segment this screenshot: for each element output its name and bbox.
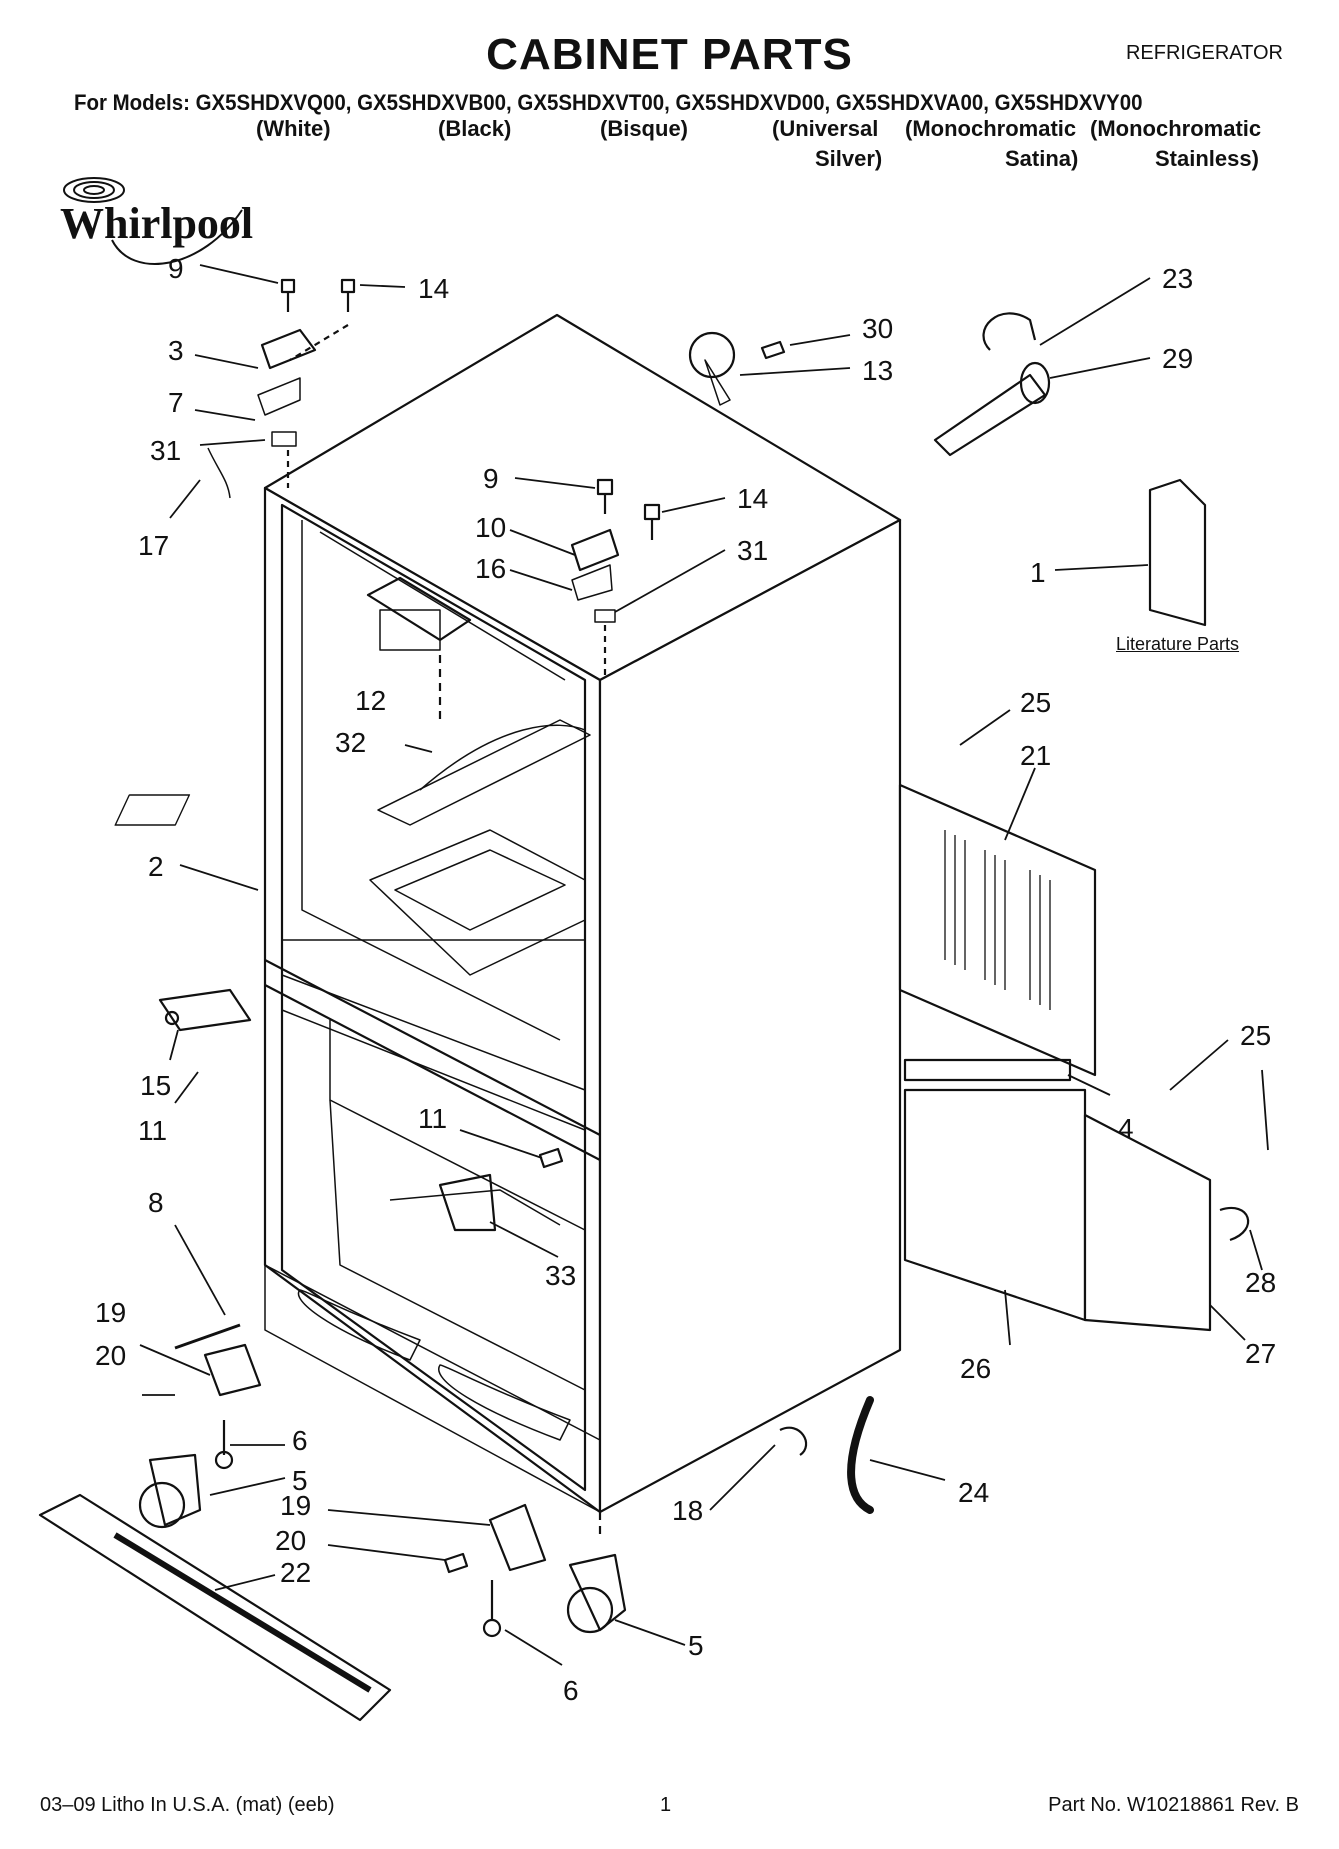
color-white: (White) xyxy=(256,116,331,141)
footer-print-info: 03–09 Litho In U.S.A. (mat) (eeb) xyxy=(40,1794,335,1816)
callout-14: 14 xyxy=(737,483,768,514)
callout-20: 20 xyxy=(95,1340,126,1371)
color-monochromatic-2: (Monochromatic xyxy=(1090,116,1262,141)
models-line: For Models: GX5SHDXVQ00, GX5SHDXVB00, GX… xyxy=(74,90,1143,115)
callout-9: 9 xyxy=(483,463,499,494)
callout-7: 7 xyxy=(168,387,184,418)
callout-31: 31 xyxy=(737,535,768,566)
callout-5: 5 xyxy=(292,1465,308,1496)
callout-9: 9 xyxy=(168,253,184,284)
callout-1: 1 xyxy=(1030,557,1046,588)
callout-19: 19 xyxy=(95,1297,126,1328)
callout-32: 32 xyxy=(335,727,366,758)
callout-11: 11 xyxy=(138,1115,167,1146)
callout-25: 25 xyxy=(1020,687,1051,718)
callout-23: 23 xyxy=(1162,263,1193,294)
callout-22: 22 xyxy=(280,1557,311,1588)
color-silver: Silver) xyxy=(815,146,883,171)
category-label: REFRIGERATOR xyxy=(1125,42,1283,64)
callout-25: 25 xyxy=(1240,1020,1271,1051)
color-monochromatic-1: (Monochromatic xyxy=(905,116,1077,141)
callout-15: 15 xyxy=(140,1070,171,1101)
callout-19: 19 xyxy=(280,1490,311,1521)
callout-33: 33 xyxy=(545,1260,576,1291)
callout-16: 16 xyxy=(475,553,506,584)
color-stainless: Stainless) xyxy=(1155,146,1259,171)
footer-part-number: Part No. W10218861 Rev. B xyxy=(1048,1794,1299,1816)
callout-20: 20 xyxy=(275,1525,306,1556)
callout-31: 31 xyxy=(150,435,181,466)
color-black: (Black) xyxy=(438,116,512,141)
callout-13: 13 xyxy=(862,355,893,386)
callout-6: 6 xyxy=(292,1425,308,1456)
color-universal: (Universal xyxy=(772,116,879,141)
callout-layer: 9 14 3 7 31 17 30 13 23 29 9 14 10 31 16 1 12 32 25 21 2 15 11… xyxy=(95,253,1276,1706)
whirlpool-logo xyxy=(63,177,243,265)
callout-10: 10 xyxy=(475,512,506,543)
page-title: CABINET PARTS xyxy=(486,30,853,79)
color-bisque: (Bisque) xyxy=(600,116,688,141)
callout-29: 29 xyxy=(1162,343,1193,374)
callout-12: 12 xyxy=(355,685,386,716)
callout-18: 18 xyxy=(672,1495,703,1526)
color-satina: Satina) xyxy=(1005,146,1079,171)
callout-14: 14 xyxy=(418,273,449,304)
callout-3: 3 xyxy=(168,335,184,366)
cabinet-side-face xyxy=(598,518,902,1514)
callout-28: 28 xyxy=(1245,1267,1276,1298)
callout-8: 8 xyxy=(148,1187,164,1218)
callout-24: 24 xyxy=(958,1477,989,1508)
footer-page-number: 1 xyxy=(660,1794,672,1816)
callout-2: 2 xyxy=(148,851,164,882)
callout-11: 11 xyxy=(418,1103,447,1134)
callout-6: 6 xyxy=(563,1675,579,1706)
callout-21: 21 xyxy=(1020,740,1051,771)
brand-name: Whirlpool xyxy=(60,199,254,248)
callout-27: 27 xyxy=(1245,1338,1276,1369)
callout-30: 30 xyxy=(862,313,893,344)
callout-26: 26 xyxy=(960,1353,991,1384)
callout-5: 5 xyxy=(688,1630,704,1661)
callout-4: 4 xyxy=(1118,1113,1134,1144)
callout-17: 17 xyxy=(138,530,169,561)
literature-parts-label: Literature Parts xyxy=(1116,634,1240,654)
